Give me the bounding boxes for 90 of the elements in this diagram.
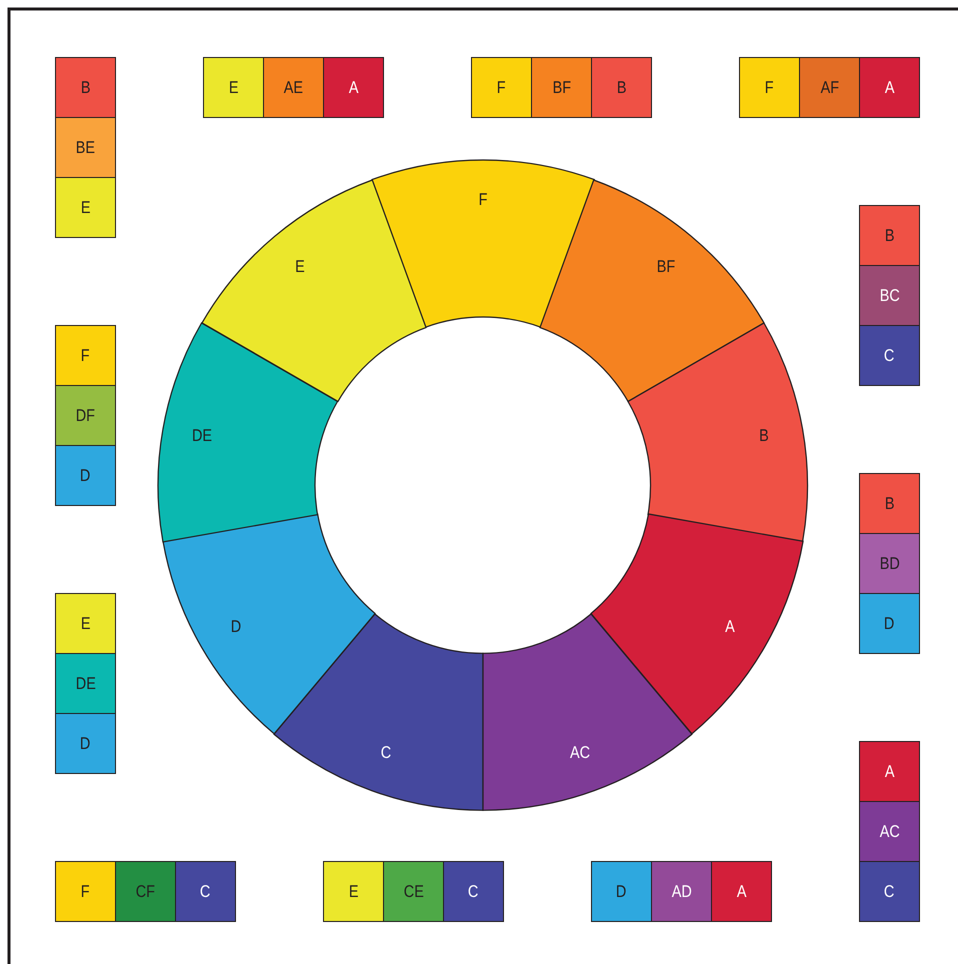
color-swatch	[859, 325, 920, 386]
color-wheel-segment	[540, 180, 764, 401]
color-swatch	[55, 713, 116, 774]
color-wheel-segment	[483, 614, 692, 810]
color-swatch	[55, 177, 116, 238]
color-label: E	[294, 256, 305, 277]
color-label: A	[884, 78, 894, 98]
color-label: F	[478, 190, 488, 210]
color-label: BE	[76, 138, 96, 158]
color-label: A	[725, 617, 735, 638]
color-label: B	[884, 226, 894, 246]
color-label: BC	[879, 286, 900, 306]
color-label: A	[348, 78, 358, 98]
color-label: A	[884, 762, 894, 782]
color-label: F	[81, 882, 90, 902]
color-label: C	[200, 882, 211, 902]
color-swatch	[175, 861, 236, 922]
color-swatch	[55, 861, 116, 922]
color-swatch	[591, 861, 652, 922]
color-wheel-segment	[628, 322, 808, 542]
color-label: F	[81, 346, 90, 366]
color-label: D	[80, 466, 91, 486]
color-label: DE	[192, 426, 212, 446]
color-swatch	[651, 861, 712, 922]
color-wheel-segment	[590, 514, 804, 734]
color-wheel-segment	[202, 180, 426, 401]
color-wheel-segment	[158, 322, 338, 542]
color-swatch	[711, 861, 772, 922]
color-label: F	[765, 78, 774, 98]
color-label: DE	[75, 674, 96, 694]
color-label: E	[228, 78, 238, 98]
color-label: C	[468, 882, 479, 902]
color-label: E	[348, 882, 358, 902]
color-label: A	[736, 882, 746, 902]
color-swatch	[323, 861, 384, 922]
color-swatch	[859, 473, 920, 534]
color-label: BD	[879, 554, 900, 574]
color-swatch	[859, 205, 920, 266]
color-swatch	[323, 57, 384, 118]
color-label: B	[80, 78, 90, 98]
color-swatch	[55, 385, 116, 446]
color-label: B	[616, 78, 626, 98]
color-label: AE	[284, 78, 304, 98]
color-label: AD	[671, 882, 692, 902]
color-label: D	[616, 882, 627, 902]
color-swatch	[471, 57, 532, 118]
color-swatch	[859, 533, 920, 594]
color-label: BF	[552, 78, 571, 98]
color-label: D	[884, 614, 895, 634]
color-swatch	[55, 325, 116, 386]
color-swatch	[55, 57, 116, 118]
color-label: D	[80, 734, 91, 754]
color-label: AC	[879, 822, 900, 842]
color-label: AF	[820, 78, 839, 98]
color-swatch	[443, 861, 504, 922]
color-wheel-segment	[372, 160, 594, 328]
color-wheel-segment	[274, 614, 483, 810]
color-swatch	[859, 861, 920, 922]
color-swatch	[591, 57, 652, 118]
color-label: B	[884, 494, 894, 514]
color-swatch	[531, 57, 592, 118]
color-swatch	[263, 57, 324, 118]
color-label: F	[497, 78, 506, 98]
color-swatch	[859, 57, 920, 118]
color-label: AC	[570, 742, 590, 763]
color-label: C	[884, 346, 895, 366]
color-swatch	[55, 117, 116, 178]
color-label: B	[758, 426, 768, 446]
color-wheel-segment	[162, 514, 375, 734]
color-swatch	[55, 653, 116, 714]
color-swatch	[859, 265, 920, 326]
color-label: BF	[656, 256, 676, 277]
color-label: D	[230, 617, 242, 638]
color-label: CE	[403, 882, 424, 902]
color-swatch	[115, 861, 176, 922]
color-label: E	[80, 614, 90, 634]
color-label: C	[884, 882, 895, 902]
color-swatch	[799, 57, 860, 118]
color-swatch	[859, 741, 920, 802]
color-swatch	[739, 57, 800, 118]
color-label: DF	[76, 406, 96, 426]
color-swatch	[203, 57, 264, 118]
color-swatch	[55, 593, 116, 654]
color-label: C	[380, 742, 391, 763]
color-label: CF	[136, 882, 156, 902]
color-swatch	[859, 801, 920, 862]
color-swatch	[383, 861, 444, 922]
color-swatch	[55, 445, 116, 506]
color-label: E	[80, 198, 90, 218]
color-swatch	[859, 593, 920, 654]
